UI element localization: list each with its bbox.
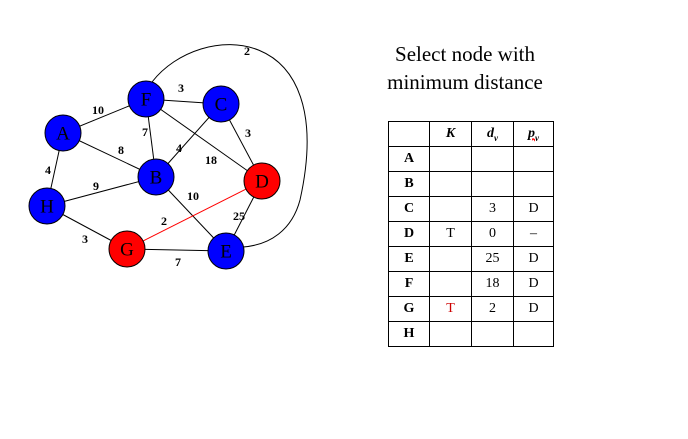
table-corner-cell [388,121,430,147]
edge-weight-c-d: 3 [245,126,251,140]
row-node-cell: G [388,296,430,322]
row-p-cell: D [513,246,554,272]
node-label-e: E [220,242,232,263]
row-p-cell [513,146,554,172]
node-label-f: F [141,90,152,111]
node-label-h: H [40,197,54,218]
row-d-cell: 25 [471,246,514,272]
node-e [207,232,245,270]
row-k-cell [429,321,472,347]
row-k-cell [429,246,472,272]
node-h [28,187,66,225]
edge-weight-g-d: 2 [161,214,167,228]
edge-weight-b-e: 10 [187,189,199,203]
row-k-cell: T [429,296,472,322]
header-d-subscript: v [494,132,498,143]
edge-weight-f-e: 2 [244,44,250,58]
row-p-cell: D [513,196,554,222]
row-d-cell [471,146,514,172]
row-node-cell: A [388,146,430,172]
table-row: A [388,146,554,172]
node-label-c: C [215,95,228,116]
row-d-cell [471,321,514,347]
header-pv: pv [513,121,554,147]
row-p-cell [513,171,554,197]
title-line-2: minimum distance [387,70,543,94]
table-row: H [388,321,554,347]
row-node-cell: B [388,171,430,197]
graph-edge-labels: 10 3 3 7 8 4 18 4 9 10 3 2 25 7 2 [45,44,251,269]
row-node-cell: C [388,196,430,222]
header-k-label: K [445,126,456,141]
row-p-cell: D [513,296,554,322]
edge-weight-a-b: 8 [118,143,124,157]
header-k: K [429,121,472,147]
row-k-cell [429,271,472,297]
edge-weight-a-f: 10 [92,103,104,117]
edge-weight-d-e: 25 [233,209,245,223]
edge-weight-f-c: 3 [178,81,184,95]
row-d-cell: 2 [471,296,514,322]
node-label-d: D [255,172,269,193]
node-g [108,230,146,268]
edge-h-b [46,176,157,207]
edge-f-d [145,98,263,182]
row-node-cell: H [388,321,430,347]
header-dv: dv [471,121,514,147]
graph-nodes: A F C B D H G E [28,80,281,270]
table-row: B [388,171,554,197]
node-c [202,85,240,123]
row-d-cell: 3 [471,196,514,222]
title-line-1: Select node with [395,42,535,66]
row-k-cell [429,171,472,197]
row-k-cell [429,196,472,222]
edge-weight-f-d: 18 [205,153,217,167]
page-title: Select node with minimum distance [372,40,558,96]
edge-weight-f-b: 7 [142,125,148,139]
row-p-cell: – [513,221,554,247]
row-node-cell: D [388,221,430,247]
table-header-row: K dv pv [388,121,554,147]
node-label-b: B [150,168,163,189]
row-node-cell: F [388,271,430,297]
row-d-cell: 0 [471,221,514,247]
header-d-label: d [487,125,494,141]
node-label-a: A [56,124,70,145]
node-d [243,162,281,200]
node-f [127,80,165,118]
header-p-subscript: v [535,132,539,143]
row-d-cell: 18 [471,271,514,297]
row-node-cell: E [388,246,430,272]
row-p-cell [513,321,554,347]
edge-weight-c-b: 4 [176,141,182,155]
edge-f-e [151,44,308,248]
node-label-g: G [120,240,134,261]
graph-diagram: 10 3 3 7 8 4 18 4 9 10 3 2 25 7 2 A F C B D H G E [28,44,308,270]
edge-weight-g-e: 7 [175,255,181,269]
row-p-cell: D [513,271,554,297]
header-p-label: p [528,125,535,141]
edge-weight-h-g: 3 [82,232,88,246]
edge-weight-a-h: 4 [45,163,51,177]
edge-g-d [126,180,263,250]
node-a [44,114,82,152]
node-b [137,158,175,196]
row-k-cell [429,146,472,172]
row-d-cell [471,171,514,197]
edge-weight-h-b: 9 [93,179,99,193]
row-k-cell: T [429,221,472,247]
